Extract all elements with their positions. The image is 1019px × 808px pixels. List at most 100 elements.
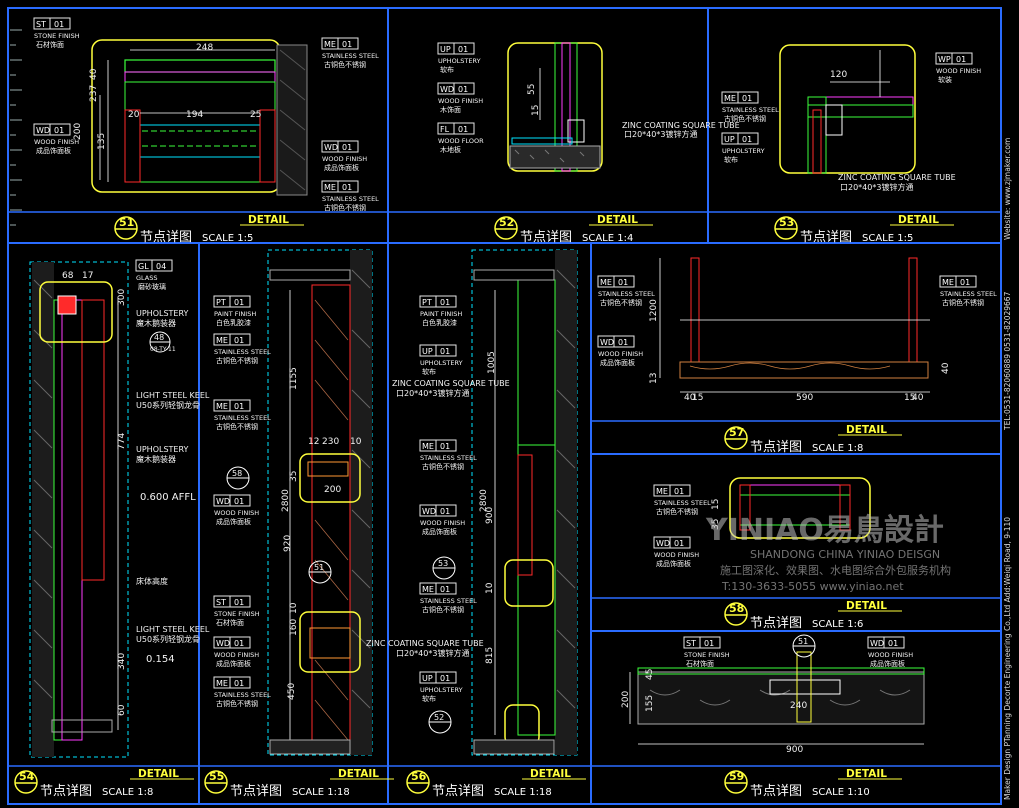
dimension-label: 40: [912, 393, 924, 403]
bubble-48-label: 48: [154, 333, 164, 342]
watermark-service: 施工图深化、效果图、水电图综合外包服务机构: [720, 563, 951, 577]
dimension-label: 774: [117, 433, 127, 450]
detail-56-drawing: [471, 249, 578, 756]
dimension-label: 45: [645, 669, 655, 680]
tag-code: ME: [600, 278, 612, 287]
level-note: 0.154: [146, 654, 175, 665]
sidebar-company: Maker Design PTanning Decorte Engineerin…: [1003, 517, 1012, 800]
tag-material-en: GLASS: [136, 274, 158, 282]
tag-number: 01: [234, 639, 244, 648]
tag-material-cn: 古铜色不锈钢: [724, 114, 766, 123]
dimension-label: 120: [830, 70, 847, 80]
dimension-label: 10: [485, 582, 495, 594]
dimension-label: 200: [621, 691, 631, 708]
tag-material-en: WOOD FINISH: [214, 509, 259, 517]
upholstery-note-54a: UPHOLSTERY: [136, 309, 189, 318]
tag-number: 01: [342, 183, 352, 192]
tag-material-cn: 磨砂玻璃: [138, 282, 166, 291]
tag-material-en: STAINLESS STEEL: [654, 499, 711, 507]
tag-code: WD: [36, 126, 50, 135]
affl-note: 0.600 AFFL: [140, 492, 196, 503]
zinc-note-53-cn: 口20*40*3镀锌方通: [840, 182, 913, 192]
panel-scale: SCALE 1:18: [494, 787, 552, 798]
tag-number: 01: [234, 402, 244, 411]
dimension-label: 17: [82, 271, 93, 281]
dimension-label: 12: [308, 437, 319, 447]
tag-number: 01: [674, 539, 684, 548]
tag-material-en: UPHOLSTERY: [722, 147, 765, 155]
detail-53-drawing: [779, 44, 916, 174]
dimension-label: 1005: [487, 351, 497, 374]
upholstery-note-54b: UPHOLSTERY: [136, 445, 189, 454]
dimension-label: 450: [287, 683, 297, 700]
panel-grid: [7, 7, 1002, 805]
tag-material-cn: 古铜色不锈钢: [656, 507, 698, 516]
tag-material-cn: 白色乳胶漆: [422, 318, 457, 327]
tag-material-en: STAINLESS STEEL: [420, 597, 477, 605]
tag-number: 01: [54, 126, 64, 135]
tag-material-en: PAINT FINISH: [214, 310, 256, 318]
tag-code: ST: [36, 20, 46, 29]
tag-material-cn: 石材饰面: [36, 40, 64, 49]
tag-code: WD: [870, 639, 884, 648]
panel-detail-label: DETAIL: [338, 768, 379, 780]
tag-material-cn: 古铜色不锈钢: [216, 422, 258, 431]
panel-title-cn: 节点详图: [750, 784, 802, 799]
detail-callouts: 58 51 53 52 51: [226, 466, 816, 734]
tag-code: UP: [422, 347, 433, 356]
panel-scale: SCALE 1:5: [862, 233, 913, 244]
dimension-label: 590: [796, 393, 813, 403]
tag-number: 01: [458, 45, 468, 54]
keel-note-54a: LIGHT STEEL KEEL: [136, 391, 210, 400]
tag-number: 01: [618, 278, 628, 287]
panel-scale: SCALE 1:8: [812, 443, 863, 454]
tag-number: 01: [440, 674, 450, 683]
dimension-label: 35: [289, 471, 299, 482]
panel-number: 51: [119, 216, 134, 229]
dimension-label: 200: [324, 485, 341, 495]
detail-52-drawing: [507, 42, 603, 172]
zinc-note-52: ZINC COATING SQUARE TUBE: [622, 121, 740, 130]
upholstery-note-54b-cn: 魔木鹅装器: [136, 454, 176, 464]
dimension-label: 68: [62, 271, 74, 281]
tag-material-en: STONE FINISH: [214, 610, 260, 618]
tag-code: UP: [724, 135, 735, 144]
tag-code: PT: [216, 298, 226, 307]
dimension-label: 194: [186, 110, 203, 120]
tag-material-cn: 古铜色不锈钢: [422, 462, 464, 471]
panel-number: 57: [729, 426, 744, 439]
tag-number: 01: [54, 20, 64, 29]
tag-material-en: WOOD FINISH: [34, 138, 79, 146]
keel-note-54a-cn: U50系列轻钢龙骨: [136, 400, 200, 410]
tag-material-en: WOOD FINISH: [936, 67, 981, 75]
panel-title-cn: 节点详图: [40, 784, 92, 799]
dimension-label: 2800: [479, 489, 489, 512]
watermark-logo: YINIAO易鳥設計: [705, 513, 944, 548]
tag-number: 01: [742, 135, 752, 144]
tag-material-cn: 成品饰面板: [36, 146, 71, 155]
panel-number: 56: [411, 770, 427, 783]
panel-number: 55: [209, 770, 224, 783]
dimension-label: 15: [531, 105, 541, 116]
callout-52: 52: [434, 713, 444, 722]
dimension-label: 240: [790, 701, 807, 711]
dimension-label: 15: [711, 499, 721, 510]
tag-material-cn: 成品饰面板: [600, 358, 635, 367]
tag-number: 01: [618, 338, 628, 347]
tag-material-en: STAINLESS STEEL: [722, 106, 779, 114]
callout-51: 51: [314, 563, 324, 572]
tag-material-cn: 木饰面: [440, 105, 461, 114]
